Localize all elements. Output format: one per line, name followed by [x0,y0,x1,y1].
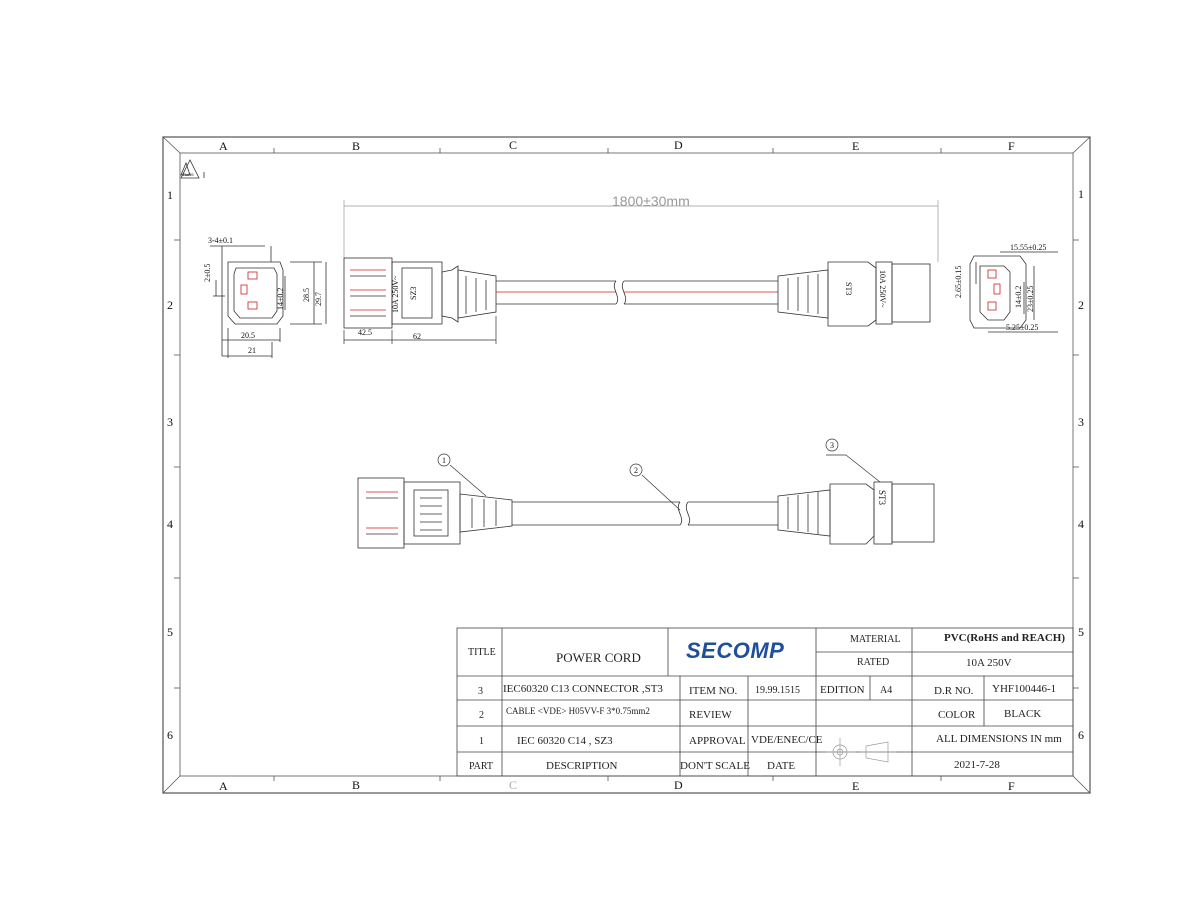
zone-col-b-top: B [352,139,360,153]
review-label: REVIEW [689,709,732,721]
dim-strain-relief-length: 62 [413,332,421,341]
c14-face-view [210,245,327,358]
part-header-label: PART [469,761,494,772]
company-logo: SECOMP [686,638,785,663]
zone-col-e-top: E [852,139,859,153]
dim-plug-length: 42.5 [358,328,372,337]
title-label: TITLE [468,647,496,658]
rated-label: RATED [857,657,890,668]
dim-pin-height: 14±0.2 [276,288,285,310]
zone-ticks [174,148,1079,781]
zone-numbers-right: 1 2 3 4 5 6 [1078,187,1084,742]
bottom-c14-plug [357,477,513,549]
zone-col-c-bottom: C [509,778,517,792]
part-1-no: 1 [479,736,484,747]
top-overall-dimension [343,200,939,262]
rohs-triangle-icon: RoHS [180,159,205,179]
dim-c13-height: 23±0.25 [1026,286,1035,312]
zone-row-3-right: 3 [1078,415,1084,429]
dr-no-value: YHF100446-1 [992,683,1057,695]
item-no-label: ITEM NO. [689,685,738,697]
outer-frame [162,136,1091,794]
zone-col-a-top: A [219,139,228,153]
material-label: MATERIAL [850,634,901,645]
callout-2: 2 [634,466,638,475]
title-value: POWER CORD [556,650,641,665]
edition-label: EDITION [820,684,865,696]
zone-col-c-top: C [509,138,517,152]
color-label: COLOR [938,709,976,721]
zone-row-1-right: 1 [1078,187,1084,201]
dim-pin-spacing: 3-4±0.1 [208,236,233,245]
top-sub-dimensions [343,316,497,344]
zone-col-d-bottom: D [674,778,683,792]
c13-face-view [969,251,1058,333]
zone-numbers-left: 1 2 3 4 5 6 [167,188,173,742]
all-dimensions-note: ALL DIMENSIONS IN mm [936,733,1062,745]
zone-col-e-bottom: E [852,779,859,793]
bottom-plug-type: ST3 [877,490,887,506]
top-c13-connector [777,261,931,327]
dim-body-height-outer: 29.7 [314,292,323,306]
zone-row-3-left: 3 [167,415,173,429]
zone-col-a-bottom: A [219,779,228,793]
bottom-c13-connector [777,481,935,545]
right-plug-type: ST3 [844,282,853,295]
zone-row-1-left: 1 [167,188,173,202]
rated-value: 10A 250V [966,657,1012,669]
description-header-label: DESCRIPTION [546,760,618,772]
dim-pin-offset: 2±0.5 [203,264,212,282]
color-value: BLACK [1004,708,1042,720]
part-3-description: IEC60320 C13 CONNECTOR ,ST3 [503,683,663,695]
rohs-label: RoHS [183,172,194,177]
part-1-description: IEC 60320 C14 , SZ3 [517,735,613,747]
part-3-no: 3 [478,686,483,697]
approval-value: VDE/ENEC/CE [751,734,823,746]
bottom-cable [512,501,778,526]
left-plug-type: SZ3 [409,287,418,300]
zone-letters-top: A B C D E F [219,138,1015,153]
zone-row-2-left: 2 [167,298,173,312]
top-c14-plug [343,257,497,329]
zone-row-5-left: 5 [167,625,173,639]
material-value: PVC(RoHS and REACH) [944,632,1066,644]
dim-c13-offset: 2.65±0.15 [954,266,963,298]
dont-scale-label: DON'T SCALE [680,760,750,772]
zone-letters-bottom: A B C D E F [219,778,1015,793]
dim-body-height-inner: 28.5 [302,288,311,302]
zone-row-2-right: 2 [1078,298,1084,312]
zone-row-5-right: 5 [1078,625,1084,639]
projection-symbol-icon [826,738,896,766]
top-cable [496,280,778,305]
zone-row-4-left: 4 [167,517,173,531]
item-no-value: 19.99.1515 [755,685,800,696]
callout-1: 1 [442,456,446,465]
dim-c13-pin-height: 14±0.2 [1014,286,1023,308]
left-plug-rating: 10A 250V~ [391,275,400,313]
zone-col-f-top: F [1008,139,1015,153]
callout-leaders [437,438,881,511]
part-2-no: 2 [479,710,484,721]
zone-row-6-right: 6 [1078,728,1084,742]
zone-col-b-bottom: B [352,778,360,792]
zone-col-f-bottom: F [1008,779,1015,793]
edition-value: A4 [880,685,893,696]
approval-label: APPROVAL [689,735,746,747]
zone-row-4-right: 4 [1078,517,1084,531]
dim-body-width-inner: 20.5 [241,331,255,340]
dim-overall-length: 1800±30mm [612,193,690,209]
part-2-description: CABLE <VDE> H05VV-F 3*0.75mm2 [506,706,650,716]
dim-body-width-outer: 21 [248,346,256,355]
date-value: 2021-7-28 [954,759,1000,771]
zone-col-d-top: D [674,138,683,152]
date-label: DATE [767,760,796,772]
title-block-grid [456,627,1074,777]
zone-row-6-left: 6 [167,728,173,742]
dim-c13-bottom-width: 5.25±0.25 [1006,323,1038,332]
dr-no-label: D.R NO. [934,685,974,697]
dim-c13-width: 15.55±0.25 [1010,243,1046,252]
right-plug-rating: 10A 250V~ [878,270,887,308]
callout-3: 3 [830,441,834,450]
